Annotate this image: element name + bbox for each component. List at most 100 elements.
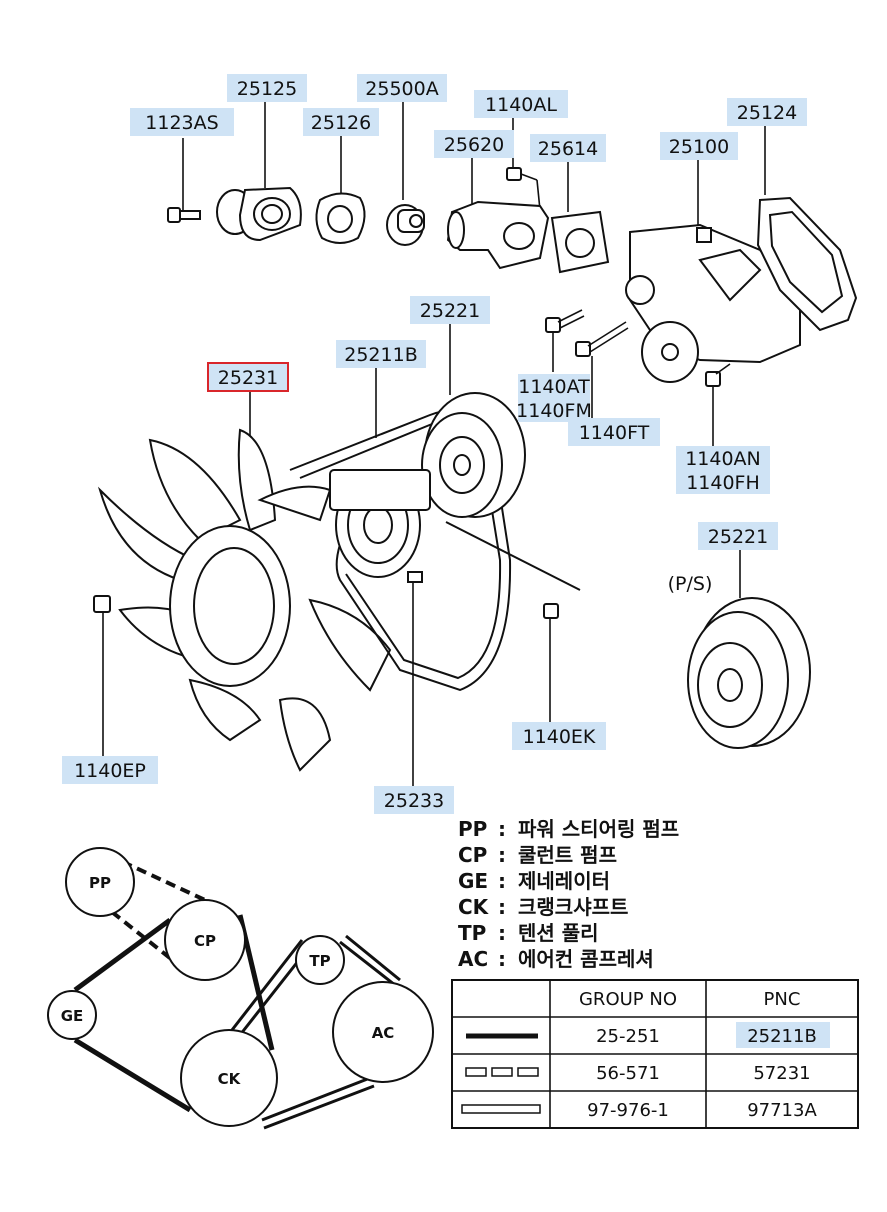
gasket-25124-drawing [756, 126, 858, 332]
bolt-1140AN-drawing [705, 363, 731, 446]
pulley-ac [332, 981, 434, 1083]
svg-text:25126: 25126 [311, 112, 371, 134]
thermostat-drawing [386, 102, 425, 246]
svg-text::: : [498, 895, 506, 919]
pulley-ge [47, 990, 97, 1040]
callout-25500A: 25500A [357, 74, 447, 102]
svg-text:PP: PP [458, 817, 487, 841]
callout-1140AL: 1140AL [474, 90, 568, 118]
callout-1140FT: 1140FT [568, 418, 660, 446]
svg-text::: : [498, 869, 506, 893]
thermostat-housing-drawing [216, 102, 302, 242]
svg-text:25125: 25125 [237, 78, 297, 100]
svg-text:CK: CK [458, 895, 490, 919]
svg-text:25231: 25231 [218, 367, 278, 389]
pulley-ck [180, 1029, 278, 1127]
svg-text:1140EP: 1140EP [74, 760, 146, 782]
callout-25211B: 25211B [336, 340, 426, 368]
svg-text:25614: 25614 [538, 138, 598, 160]
svg-text:TP: TP [458, 921, 486, 945]
callout-25124: 25124 [727, 98, 807, 126]
bolt-1140EP-drawing [93, 595, 111, 756]
svg-text:TP: TP [309, 952, 330, 970]
svg-text:25620: 25620 [444, 134, 504, 156]
callout-25125: 25125 [227, 74, 307, 102]
callout-25126: 25126 [303, 108, 379, 136]
svg-text:크랭크샤프트: 크랭크샤프트 [518, 895, 628, 919]
bolt-1123AS-drawing [167, 138, 201, 223]
svg-text:1140AT: 1140AT [518, 376, 590, 398]
svg-text:CP: CP [458, 843, 487, 867]
callout-1140AT: 1140AT [518, 374, 590, 398]
callout-labels: 1123AS 25125 25126 25500A 1140AL 25620 2… [62, 74, 807, 814]
callout-1140EP: 1140EP [62, 756, 158, 784]
callout-25221-top: 25221 [410, 296, 490, 324]
table-cell-group: 25-251 [596, 1026, 660, 1047]
svg-text:1140AL: 1140AL [485, 94, 557, 116]
belt-routing-diagram: PP CP GE CK TP AC [47, 847, 434, 1130]
svg-text:1140AN: 1140AN [685, 448, 761, 470]
svg-text:1140FM: 1140FM [516, 400, 592, 422]
svg-text:25211B: 25211B [344, 344, 417, 366]
cooling-fan-drawing [97, 392, 392, 772]
callout-25614: 25614 [530, 134, 606, 162]
pulley-tp [295, 935, 345, 985]
svg-text:PP: PP [89, 874, 111, 892]
svg-text:CK: CK [218, 1070, 242, 1088]
svg-text:파워 스티어링 펌프: 파워 스티어링 펌프 [518, 817, 679, 841]
water-inlet-drawing [446, 158, 550, 270]
table-cell-pnc: 25211B [747, 1026, 817, 1047]
svg-text:쿨런트 펌프: 쿨런트 펌프 [518, 843, 617, 867]
svg-text:25221: 25221 [708, 526, 768, 548]
callout-25221-ps: 25221 [698, 522, 778, 550]
abbreviation-legend: PP: 파워 스티어링 펌프 CP: 쿨런트 펌프 GE: 제네레이터 CK: 크랭크샤… [458, 817, 679, 971]
svg-text:AC: AC [458, 947, 488, 971]
table-cell-pnc: 97713A [747, 1100, 817, 1121]
water-pump-pulley-drawing [421, 322, 526, 518]
svg-text:제네레이터: 제네레이터 [518, 869, 610, 893]
table-header-pnc: PNC [764, 989, 801, 1010]
water-pump-drawing [625, 160, 801, 383]
svg-text:1123AS: 1123AS [145, 112, 218, 134]
svg-text:에어컨 콤프레셔: 에어컨 콤프레셔 [518, 947, 654, 971]
svg-text:25500A: 25500A [365, 78, 438, 100]
svg-text::: : [498, 817, 506, 841]
svg-text::: : [498, 843, 506, 867]
svg-text:1140EK: 1140EK [523, 726, 596, 748]
svg-text::: : [498, 921, 506, 945]
svg-text:25100: 25100 [669, 136, 729, 158]
callout-1140EK: 1140EK [512, 722, 606, 750]
callout-25100: 25100 [660, 132, 738, 160]
bolts-1140AT-1140FT-drawing [545, 309, 629, 418]
table-cell-group: 56-571 [596, 1063, 660, 1084]
line-style-outline [461, 1104, 541, 1114]
callout-1140AN: 1140AN [676, 446, 770, 470]
svg-text:25221: 25221 [420, 300, 480, 322]
svg-text:GE: GE [458, 869, 488, 893]
callout-25231: 25231 [207, 362, 289, 392]
callout-ps: (P/S) [668, 573, 713, 595]
svg-text:GE: GE [61, 1007, 84, 1025]
svg-text:(P/S): (P/S) [668, 573, 713, 595]
svg-text:1140FH: 1140FH [686, 472, 760, 494]
svg-text:25233: 25233 [384, 790, 444, 812]
gasket-25126-drawing [315, 135, 366, 244]
svg-text:25124: 25124 [737, 102, 797, 124]
table-cell-group: 97-976-1 [587, 1100, 669, 1121]
svg-text::: : [498, 947, 506, 971]
table-header-group: GROUP NO [579, 989, 677, 1010]
table-cell-pnc: 57231 [753, 1063, 810, 1084]
svg-text:CP: CP [194, 932, 216, 950]
bolt-1140EK-drawing [543, 603, 559, 722]
callout-1140FH: 1140FH [676, 470, 770, 494]
belt-table: GROUP NO PNC 25-251 25211B 56-571 57231 … [451, 979, 859, 1129]
callout-25233: 25233 [374, 786, 454, 814]
svg-text:AC: AC [372, 1024, 395, 1042]
callout-25620: 25620 [434, 130, 514, 158]
fan-clutch-drawing [329, 469, 431, 786]
svg-text:텐션 풀리: 텐션 풀리 [518, 921, 599, 945]
gasket-25614-drawing [550, 162, 610, 274]
line-style-dashed [465, 1067, 539, 1077]
callout-1123AS: 1123AS [130, 108, 234, 136]
